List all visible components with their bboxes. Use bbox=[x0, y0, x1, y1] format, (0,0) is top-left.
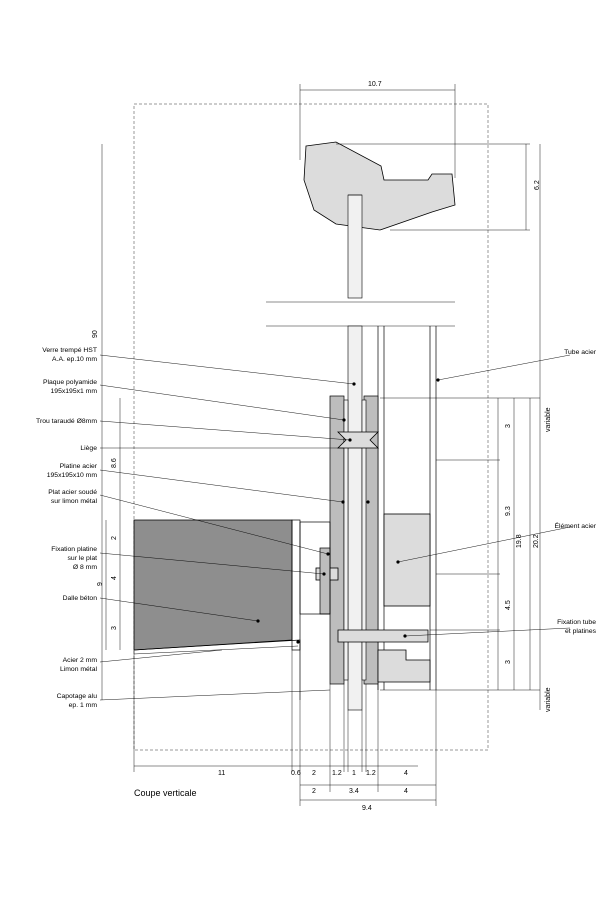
dim-bottom-7: 4 bbox=[404, 770, 408, 777]
label-poly-1: Plaque polyamide bbox=[43, 379, 97, 386]
polyamide-left bbox=[343, 399, 349, 681]
labels-right: Tube acier Élément acier Fixation tube et… bbox=[554, 349, 596, 635]
steel-stringer bbox=[291, 519, 301, 651]
dims-right bbox=[380, 144, 541, 710]
dim-right-2: 9.3 bbox=[505, 506, 512, 516]
label-tube: Tube acier bbox=[564, 349, 597, 356]
dim-right-6: 3 bbox=[505, 660, 512, 664]
dim-bottom-11: 9.4 bbox=[362, 805, 372, 812]
label-glass-1: Verre trempé HST bbox=[42, 347, 97, 354]
dim-bottom-3: 2 bbox=[312, 770, 316, 777]
label-plate-1: Platine acier bbox=[60, 463, 98, 470]
dim-bottom-5: 1 bbox=[352, 770, 356, 777]
dim-bottom-8: 2 bbox=[312, 788, 316, 795]
dim-right-4: 20.2 bbox=[533, 534, 540, 548]
steel-bottom-element bbox=[377, 649, 431, 683]
drawing-caption: Coupe verticale bbox=[134, 788, 197, 798]
dims-bottom bbox=[133, 650, 437, 806]
handrail-profile bbox=[303, 141, 456, 231]
label-element: Élément acier bbox=[554, 521, 596, 530]
label-alu-2: ep. 1 mm bbox=[69, 702, 98, 709]
label-fix-1: Fixation platine bbox=[51, 546, 97, 553]
leaders-right bbox=[397, 354, 571, 637]
alu-cover bbox=[133, 639, 301, 700]
dim-variable-bottom: variable bbox=[545, 687, 552, 712]
dim-variable-top: variable bbox=[545, 407, 552, 432]
dim-left-4: 9 bbox=[97, 582, 104, 586]
dim-bottom-6: 1.2 bbox=[366, 770, 376, 777]
dim-bottom-9: 3.4 bbox=[349, 788, 359, 795]
dim-left-3: 4 bbox=[111, 576, 118, 580]
acier-line bbox=[133, 645, 299, 655]
label-flat-2: sur limon métal bbox=[51, 498, 98, 505]
label-fix-2: sur le plat bbox=[68, 555, 98, 562]
dim-right-3: 19.8 bbox=[516, 534, 523, 548]
label-plate-2: 195x195x10 mm bbox=[47, 472, 98, 479]
bolt-top bbox=[337, 431, 379, 449]
glass-top-slot bbox=[347, 194, 363, 299]
dim-left-outer: 90 bbox=[92, 330, 99, 338]
label-flat-1: Plat acier soudé bbox=[48, 489, 97, 496]
frame-outline bbox=[133, 103, 489, 751]
svg-text:Dalle béton: Dalle béton bbox=[63, 595, 98, 602]
dim-left-5: 3 bbox=[111, 626, 118, 630]
label-alu-1: Capotage alu bbox=[57, 693, 98, 700]
label-steel-1: Acier 2 mm bbox=[63, 657, 98, 664]
steel-element bbox=[383, 513, 431, 607]
dim-left-2: 2 bbox=[111, 536, 118, 540]
dim-bottom-4: 1.2 bbox=[332, 770, 342, 777]
dim-rail-height: 6.2 bbox=[534, 180, 541, 190]
polyamide-right bbox=[361, 399, 367, 681]
label-fixtube-1: Fixation tube bbox=[557, 619, 596, 626]
bolt-bottom bbox=[337, 629, 429, 643]
label-fix-3: Ø 8 mm bbox=[73, 564, 98, 571]
dim-right-1: 3 bbox=[505, 424, 512, 428]
label-fixtube-2: et platines bbox=[565, 628, 597, 635]
labels-left: Verre trempé HST A.A. ep.10 mm Plaque pol… bbox=[36, 347, 98, 709]
label-glass-2: A.A. ep.10 mm bbox=[52, 356, 97, 363]
svg-text:Liège: Liège bbox=[80, 445, 97, 452]
label-cork: Liège bbox=[80, 445, 97, 452]
dim-left-1: 8.6 bbox=[111, 458, 118, 468]
dim-bottom-2: 0.6 bbox=[291, 770, 301, 777]
svg-text:Trou taraudé Ø8mm: Trou taraudé Ø8mm bbox=[36, 418, 97, 425]
label-poly-2: 195x195x1 mm bbox=[51, 388, 98, 395]
label-steel-2: Limon métal bbox=[60, 666, 98, 673]
svg-text:Élément acier: Élément acier bbox=[554, 521, 596, 530]
leaders-left bbox=[99, 354, 355, 701]
concrete-slab bbox=[133, 519, 293, 651]
dim-bottom-10: 4 bbox=[404, 788, 408, 795]
dim-right-5: 4.5 bbox=[505, 600, 512, 610]
welded-flat bbox=[319, 547, 331, 615]
dim-top-width: 10.7 bbox=[368, 81, 382, 88]
label-thread: Trou taraudé Ø8mm bbox=[36, 418, 97, 425]
dim-bottom-1: 11 bbox=[218, 770, 225, 777]
svg-text:Tube acier: Tube acier bbox=[564, 349, 597, 356]
label-slab: Dalle béton bbox=[63, 595, 98, 602]
